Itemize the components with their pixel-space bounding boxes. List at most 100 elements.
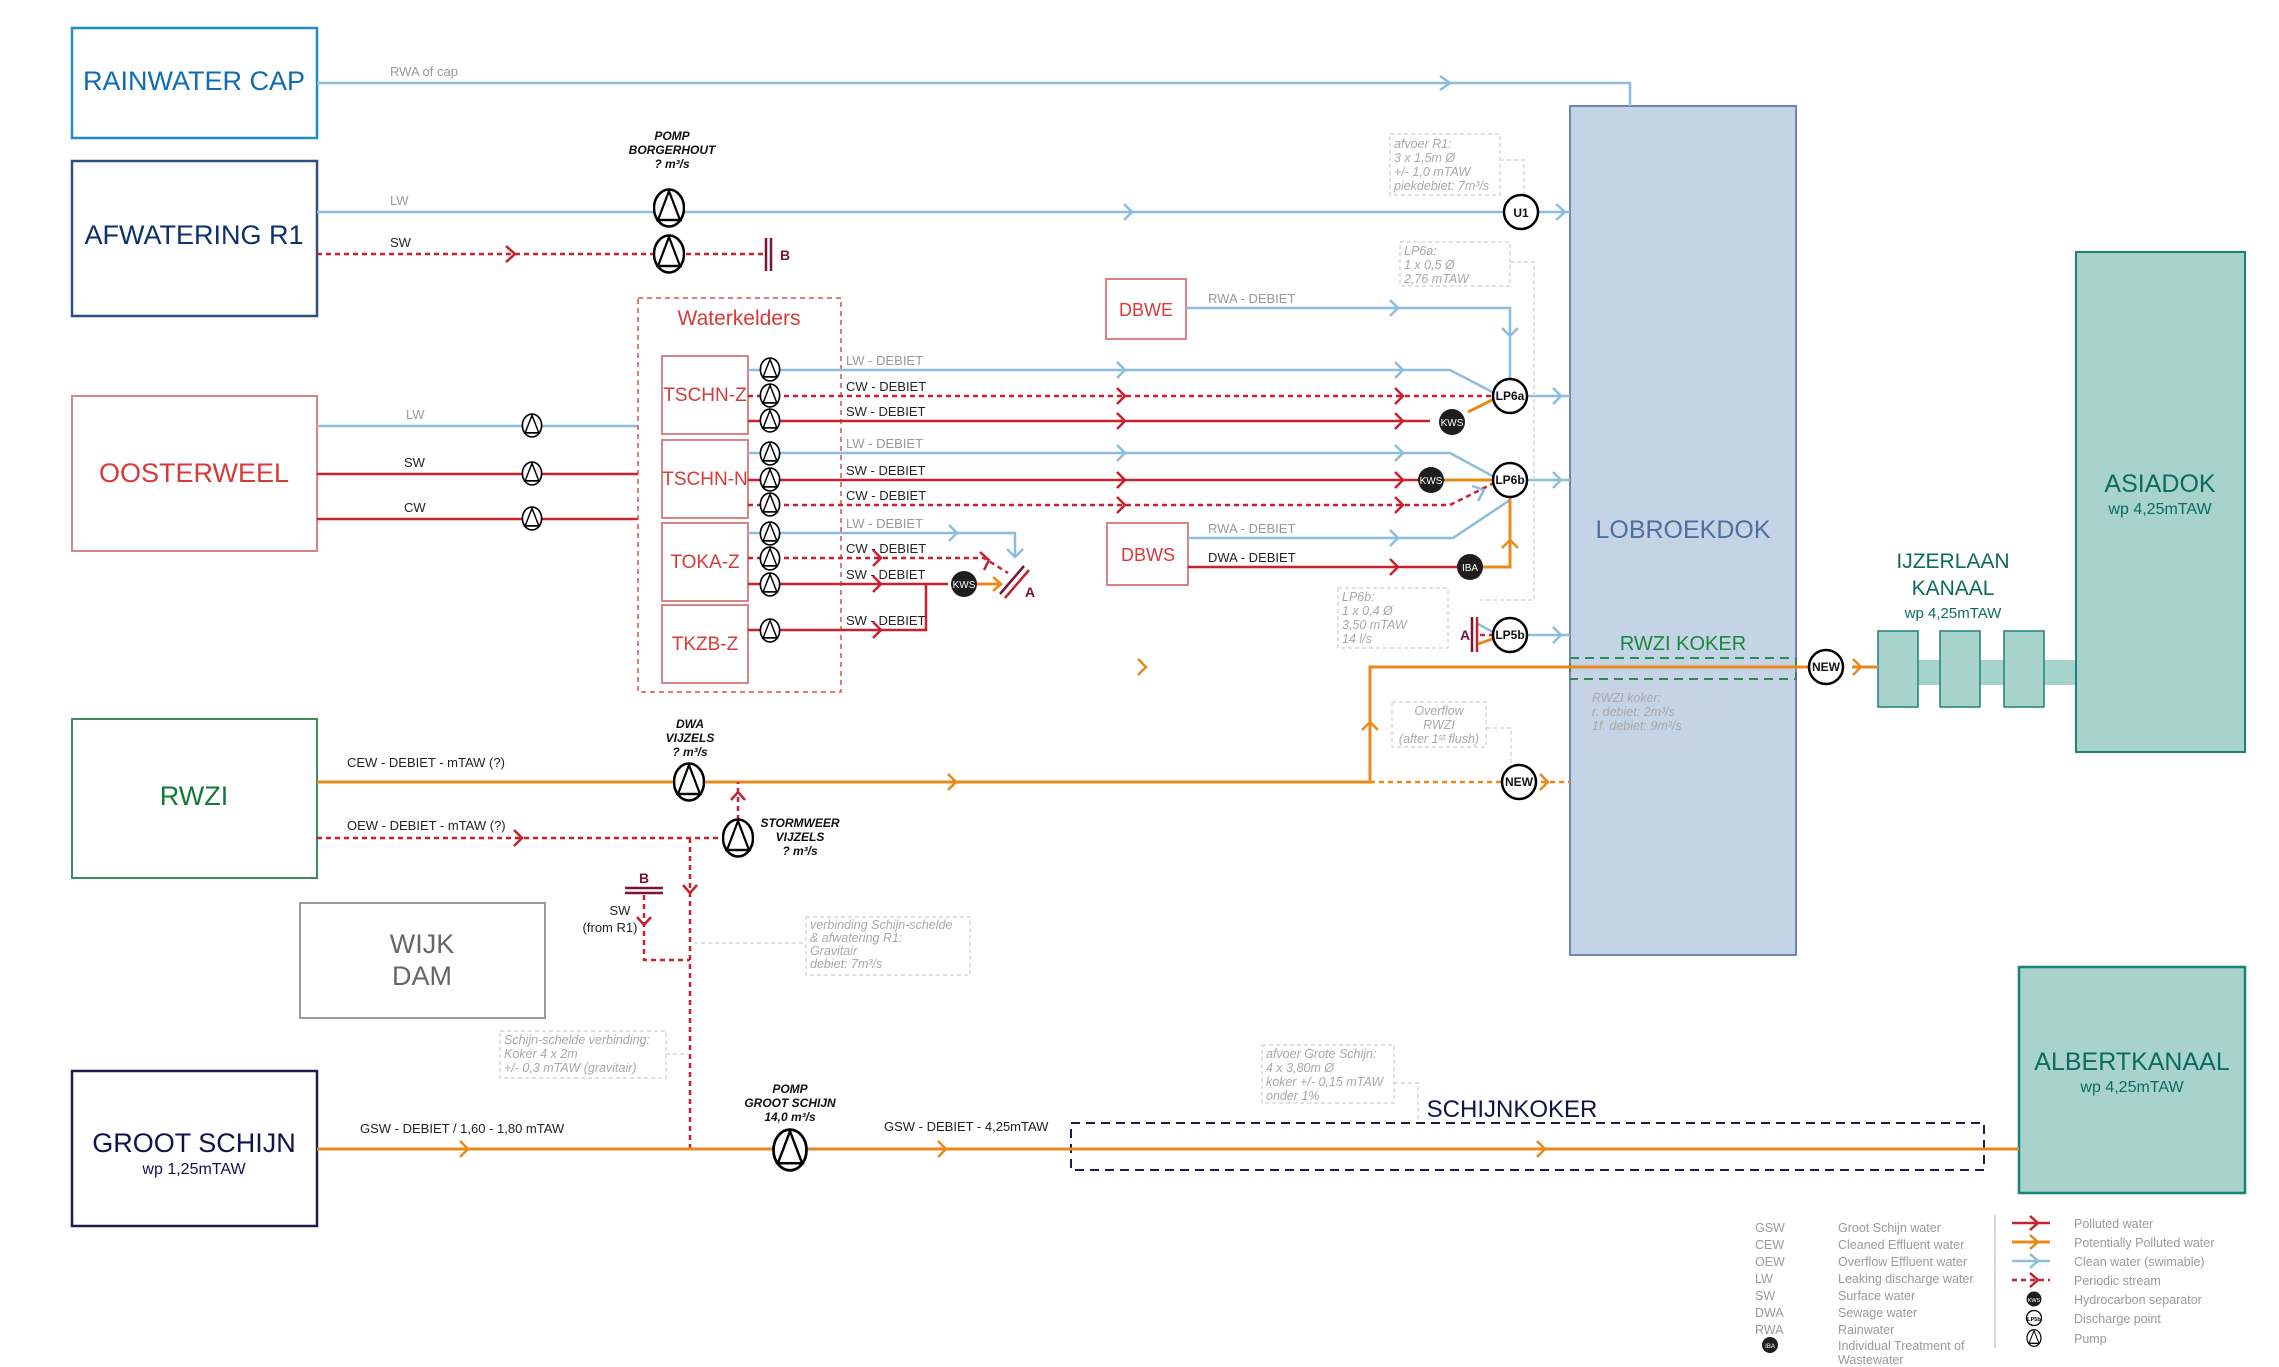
- note-overflow-rwzi: Overflow RWZI (after 1ˢᵗ flush): [1391, 701, 1512, 764]
- diagram-text: Periodic stream: [2074, 1274, 2161, 1288]
- diagram-text: Leaking discharge water: [1838, 1272, 1974, 1286]
- flow-tschn-z: LW - DEBIET CW - DEBIET SW - DEBIET: [748, 353, 1501, 433]
- cellar-tkzb-z: TKZB-Z: [661, 604, 749, 684]
- pump-icon: [653, 234, 685, 274]
- flow-cew: CEW - DEBIET - mTAW (?): [317, 658, 1878, 791]
- diagram-text: CW - DEBIET: [846, 488, 926, 503]
- diagram-text: CW - DEBIET: [846, 379, 926, 394]
- diagram-text: afvoer R1:: [1394, 137, 1452, 151]
- diagram-text: SW - DEBIET: [846, 567, 926, 582]
- diagram-text: RWZI: [1423, 718, 1455, 732]
- flow-label-oew: OEW - DEBIET - mTAW (?): [347, 818, 506, 833]
- diagram-text: piekdebiet: 7m³/s: [1393, 179, 1489, 193]
- pump-icon: [772, 1128, 808, 1172]
- afwatering-r1-label: AFWATERING R1: [84, 220, 303, 250]
- pump-borgerhout: POMP BORGERHOUT ? m³/s: [629, 129, 717, 274]
- box-ijzerlaan-kanaal: IJZERLAAN KANAAL wp 4,25mTAW: [1877, 550, 2106, 708]
- pump-icon: [759, 618, 781, 643]
- u1-label: U1: [1513, 206, 1529, 220]
- kws-icon: [2026, 1291, 2042, 1307]
- pump-icon: [673, 762, 705, 802]
- diagram-text: LP6a: [1496, 389, 1525, 403]
- cellar-tschn-n: TSCHN-N: [661, 439, 749, 519]
- separator-kws-toka: KWS: [951, 571, 977, 597]
- pump-icon: [759, 492, 781, 517]
- separator-kws-lp6a: KWS: [1439, 409, 1465, 435]
- discharge-source-dbwe: DBWE RWA - DEBIET: [1105, 278, 1519, 380]
- diagram-text: +/- 1,0 mTAW: [1394, 165, 1471, 179]
- diagram-text: POMP: [772, 1082, 808, 1096]
- separator-iba: IBA: [1457, 554, 1483, 580]
- pump-icon: [759, 572, 781, 597]
- box-albertkanaal: ALBERTKANAAL wp 4,25mTAW: [2017, 965, 2247, 1195]
- diagram-text: 1 x 0,4 Ø: [1342, 604, 1394, 618]
- diagram-text: Wastewater: [1838, 1353, 1904, 1367]
- diagram-text: SW - DEBIET: [846, 463, 926, 478]
- flow-label-r1-lw: LW: [390, 193, 409, 208]
- pump-icon: [759, 441, 781, 466]
- diagram-text: RWA - DEBIET: [1208, 521, 1295, 536]
- diagram-text: CW - DEBIET: [846, 541, 926, 556]
- diagram-text: 14 l/s: [1342, 632, 1372, 646]
- diagram-text: Groot Schijn water: [1838, 1221, 1941, 1235]
- pump-label: BORGERHOUT: [629, 143, 717, 157]
- valve-b-label: B: [780, 247, 790, 263]
- flow-tschn-n: LW - DEBIET SW - DEBIET CW - DEBIET: [748, 436, 1501, 517]
- pump-label: ? m³/s: [654, 157, 690, 171]
- pump-icon: [521, 413, 543, 438]
- pump-stormweer-vijzels: STORMWEER VIJZELS ? m³/s: [722, 816, 840, 858]
- diagram-text: Overflow: [1414, 704, 1464, 718]
- flow-label-cew: CEW - DEBIET - mTAW (?): [347, 755, 505, 770]
- diagram-text: Discharge point: [2074, 1312, 2161, 1326]
- box-rainwater-cap: RAINWATER CAP: [70, 26, 319, 140]
- ijzerlaan-label-1: IJZERLAAN: [1896, 550, 2009, 573]
- diagram-text: VIJZELS: [666, 731, 715, 745]
- diagram-text: RWA - DEBIET: [1208, 291, 1295, 306]
- diagram-text: NEW: [1812, 660, 1841, 674]
- diagram-text: 14,0 m³/s: [764, 1110, 816, 1124]
- pump-icon: [653, 188, 685, 228]
- diagram-text: LP5b: [2027, 1317, 2041, 1323]
- diagram-text: GSW: [1755, 1221, 1785, 1235]
- diagram-text: Koker 4 x 2m: [504, 1047, 578, 1061]
- diagram-text: OEW: [1755, 1255, 1785, 1269]
- flow-label-r1-sw: SW: [390, 235, 412, 250]
- pump-groot-schijn: POMP GROOT SCHIJN 14,0 m³/s: [744, 1082, 836, 1172]
- diagram-text: SW: [610, 903, 632, 918]
- diagram-text: 2,76 mTAW: [1403, 272, 1470, 286]
- diagram-text: LP5b: [1495, 628, 1524, 642]
- diagram-text: KWS: [1441, 418, 1464, 429]
- diagram-text: debiet: 7m³/s: [810, 957, 882, 971]
- diagram-text: 3 x 1,5m Ø: [1394, 151, 1456, 165]
- diagram-text: KWS: [2028, 1298, 2041, 1304]
- groot-schijn-wp: wp 1,25mTAW: [141, 1161, 246, 1178]
- asiadok-label: ASIADOK: [2104, 470, 2215, 498]
- lobroekdok-label: LOBROEKDOK: [1595, 516, 1770, 544]
- diagram-text: LP6a:: [1404, 244, 1437, 258]
- diagram-text: LP6b:: [1342, 590, 1375, 604]
- box-wijk-dam: WIJK DAM: [299, 902, 546, 1019]
- box-oosterweel: OOSTERWEEL: [71, 395, 318, 552]
- flow-oew: OEW - DEBIET - mTAW (?): [317, 782, 746, 1148]
- diagram-text: 3,50 mTAW: [1342, 618, 1408, 632]
- flow-r1-sw: SW: [317, 235, 766, 263]
- wijk-dam-label-1: WIJK: [390, 929, 455, 959]
- flow-rwa-of-cap: RWA of cap: [317, 64, 1632, 106]
- rainwater-cap-label: RAINWATER CAP: [83, 66, 305, 96]
- ijzerlaan-wp: wp 4,25mTAW: [1904, 605, 2003, 622]
- separator-kws-lp6b: KWS: [1418, 467, 1444, 493]
- diagram-text: SW - DEBIET: [846, 613, 926, 628]
- flow-label-gsw-in: GSW - DEBIET / 1,60 - 1,80 mTAW: [360, 1121, 565, 1136]
- diagram-text: SW - DEBIET: [846, 404, 926, 419]
- note-afvoer-grote-schijn: afvoer Grote Schijn: 4 x 3,80m Ø koker +…: [1261, 1044, 1419, 1120]
- diagram-text: SW: [1755, 1289, 1775, 1303]
- discharge-source-dbws: DBWS RWA - DEBIET DWA - DEBIET: [1106, 484, 1519, 586]
- diagram-text: onder 1%: [1266, 1089, 1320, 1103]
- pump-icon: [521, 506, 543, 531]
- oosterweel-label: OOSTERWEEL: [99, 458, 289, 488]
- discharge-point-lp6b: LP6b: [1491, 461, 1570, 499]
- diagram-text: TKZB-Z: [672, 634, 739, 655]
- diagram-text: LW - DEBIET: [846, 436, 923, 451]
- pump-icon: [759, 467, 781, 492]
- flow-r1-lw: LW: [317, 193, 1570, 221]
